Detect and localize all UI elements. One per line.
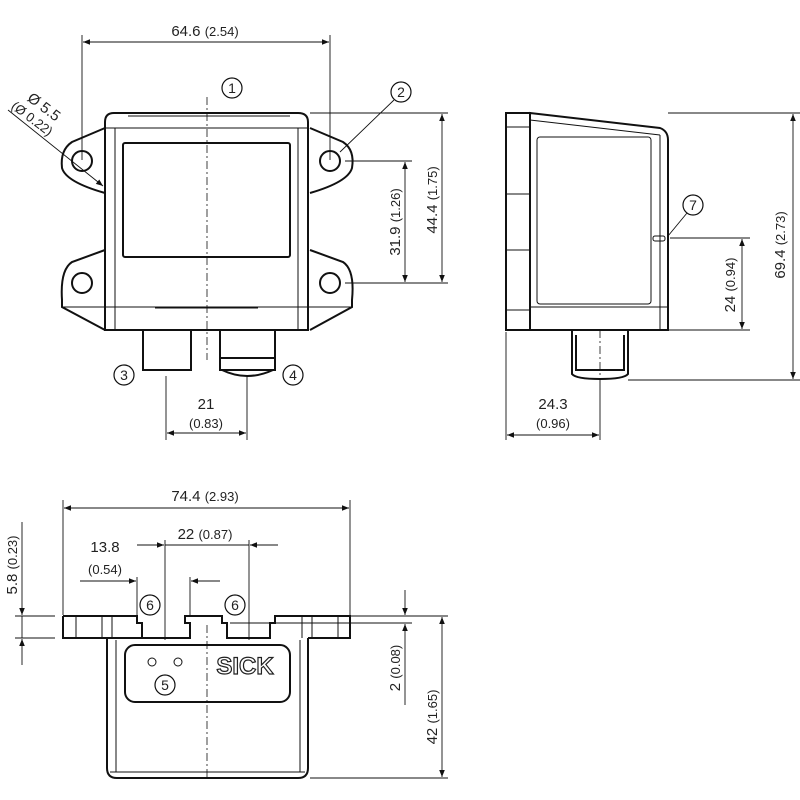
connector-offset-dimension: 24.3 bbox=[538, 396, 567, 413]
svg-text:4: 4 bbox=[289, 367, 297, 383]
callout-4: 4 bbox=[282, 364, 304, 386]
mounting-hole bbox=[71, 272, 93, 294]
front-width-dimension: 64.6 (2.54) bbox=[171, 23, 238, 40]
connector-3 bbox=[142, 329, 192, 371]
callout-5: 5 bbox=[154, 674, 176, 696]
callout-7: 7 bbox=[682, 194, 704, 216]
svg-text:7: 7 bbox=[689, 197, 697, 213]
status-led bbox=[147, 657, 157, 667]
side-window bbox=[536, 136, 652, 305]
svg-text:6: 6 bbox=[231, 597, 239, 613]
connector-4 bbox=[219, 330, 276, 377]
svg-text:(0.83): (0.83) bbox=[189, 416, 223, 431]
svg-text:3: 3 bbox=[120, 367, 128, 383]
flange-thickness-dimension: 5.8 (0.23) bbox=[4, 536, 21, 595]
flange bbox=[62, 615, 351, 639]
svg-text:(0.96): (0.96) bbox=[536, 416, 570, 431]
housing bbox=[104, 112, 309, 331]
side-housing bbox=[529, 111, 669, 331]
front-height-dimension: 44.4 (1.75) bbox=[424, 166, 441, 233]
callout-3: 3 bbox=[113, 364, 135, 386]
depth-dimension: 42 (1.65) bbox=[424, 690, 441, 745]
mounting-bracket bbox=[505, 112, 531, 331]
slot-offset-dimension: 13.8 bbox=[90, 539, 119, 556]
bottom-width-dimension: 74.4 (2.93) bbox=[171, 488, 238, 505]
slot-depth-dimension: 2 (0.08) bbox=[387, 645, 404, 691]
display-window bbox=[122, 142, 291, 258]
svg-text:5: 5 bbox=[161, 677, 169, 693]
front-view: 64.6 (2.54) Ø 5.5 (Ø 0.22) 31.9 (1.26) 4… bbox=[7, 23, 448, 440]
callout-2: 2 bbox=[390, 81, 412, 103]
mounting-hole bbox=[319, 272, 341, 294]
svg-text:2: 2 bbox=[397, 84, 405, 100]
mounting-holes bbox=[71, 150, 341, 294]
bottom-housing bbox=[106, 638, 309, 779]
svg-text:1: 1 bbox=[228, 80, 236, 96]
label-plate bbox=[124, 644, 291, 703]
slot-spacing-dimension: 22 (0.87) bbox=[178, 526, 233, 543]
callout-6: 6 bbox=[224, 594, 246, 616]
callout-1: 1 bbox=[221, 77, 243, 99]
led-indicator bbox=[652, 235, 666, 242]
bottom-view: SICK 74.4 (2.93) 22 (0.87) 13.8 (0.54) 5… bbox=[4, 488, 448, 779]
status-led bbox=[173, 657, 183, 667]
callout-6: 6 bbox=[139, 594, 161, 616]
connector-spacing-dimension: 21 bbox=[198, 396, 215, 413]
side-view: 69.4 (2.73) 24 (0.94) 24.3 (0.96) 7 bbox=[505, 111, 800, 440]
hole-diameter-dimension: Ø 5.5 (Ø 0.22) bbox=[9, 89, 64, 138]
sick-logo: SICK bbox=[216, 653, 274, 680]
side-height-dimension: 69.4 (2.73) bbox=[772, 211, 789, 278]
hole-spacing-dimension: 31.9 (1.26) bbox=[387, 188, 404, 255]
svg-text:6: 6 bbox=[146, 597, 154, 613]
led-height-dimension: 24 (0.94) bbox=[722, 258, 739, 313]
svg-text:(0.54): (0.54) bbox=[88, 562, 122, 577]
